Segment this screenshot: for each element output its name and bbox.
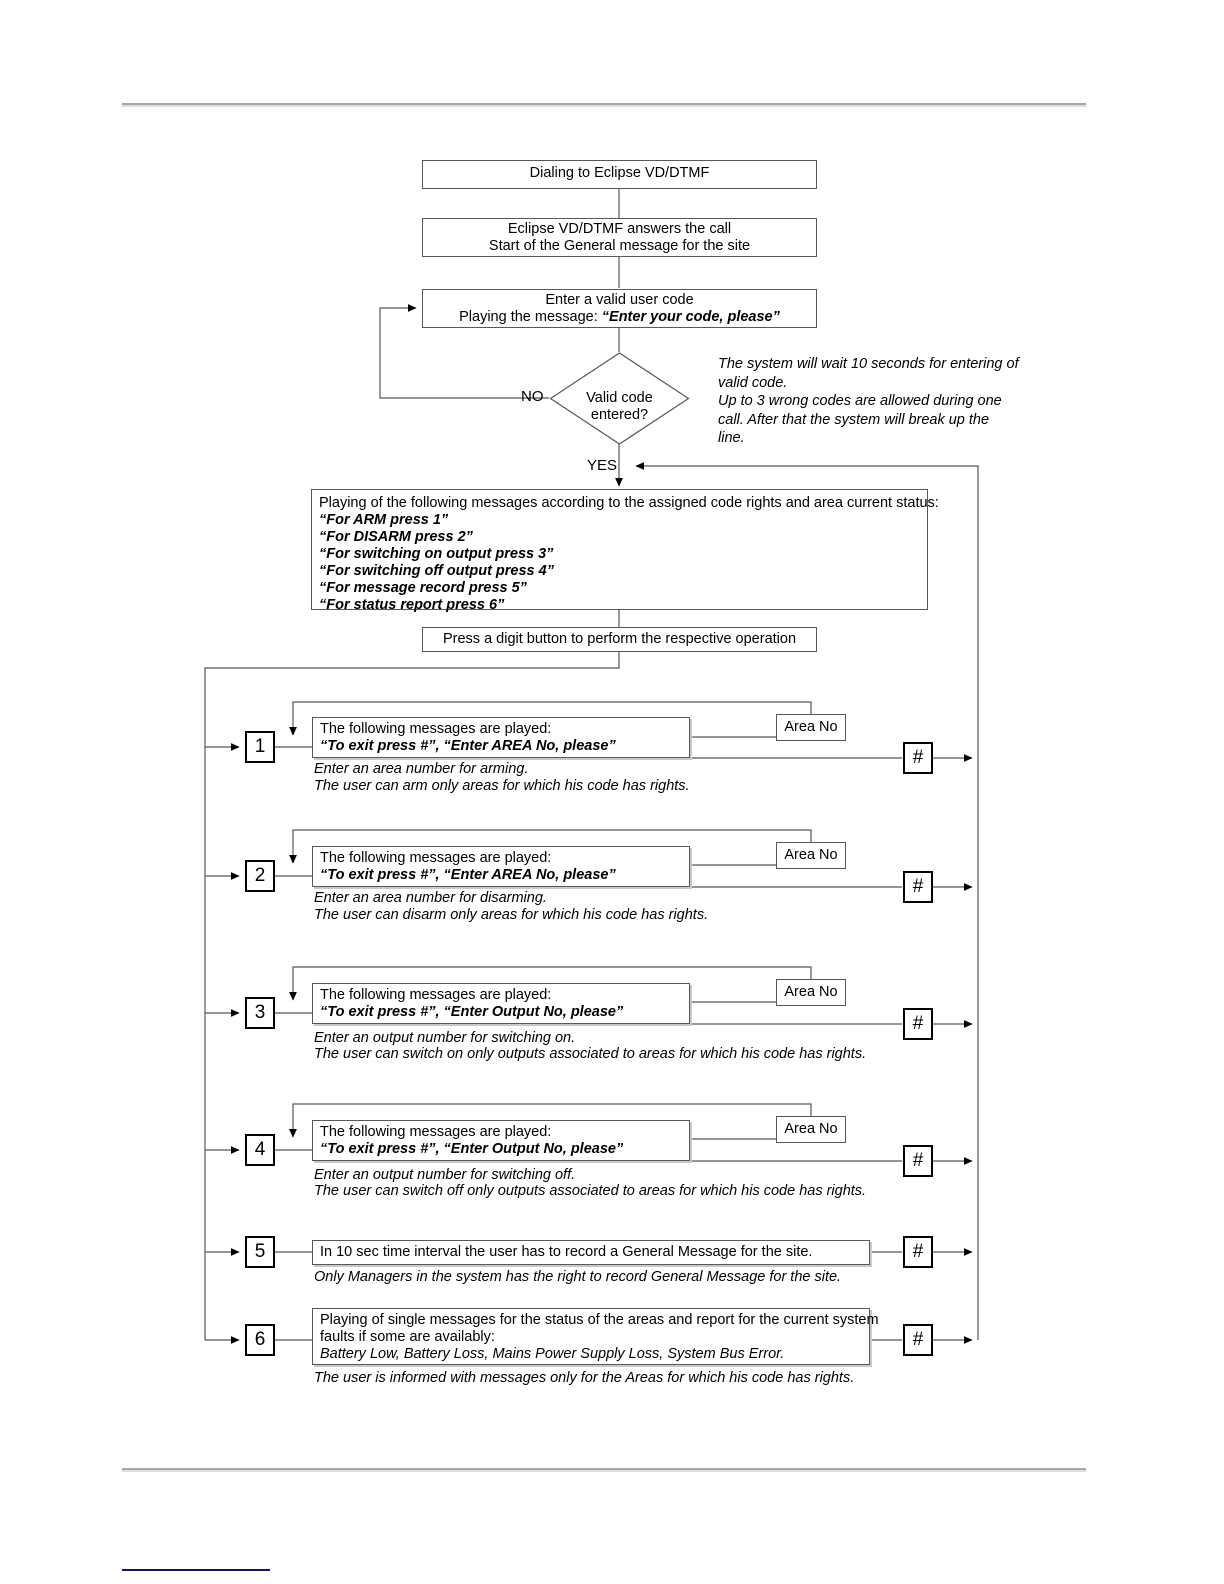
- branch-6-msg-line2: faults if some are availably:: [320, 1329, 495, 1345]
- edge-label-yes: YES: [587, 457, 618, 474]
- node-answers-line2: Start of the General message for the sit…: [488, 238, 751, 254]
- decision-line2: entered?: [590, 407, 649, 423]
- branch-1-msg-quote: “To exit press #”, “Enter AREA No, pleas…: [320, 738, 616, 754]
- menu-option-message-record: “For message record press 5”: [319, 580, 527, 596]
- edge-label-no: NO: [521, 388, 544, 405]
- branch-2-note2: The user can disarm only areas for which…: [314, 907, 709, 923]
- node-enter-user-code: Enter a valid user code Playing the mess…: [422, 289, 817, 328]
- node-menu-messages: Playing of the following messages accord…: [311, 489, 939, 613]
- branch-4-msg-header: The following messages are played:: [320, 1124, 552, 1140]
- node-press-digit-text: Press a digit button to perform the resp…: [442, 631, 797, 647]
- branch-6-msg-line3: Battery Low, Battery Loss, Mains Power S…: [320, 1346, 785, 1362]
- branch-1-note2: The user can arm only areas for which hi…: [314, 778, 690, 794]
- key-button-5[interactable]: 5: [245, 1236, 275, 1268]
- footer-rule: [122, 1468, 1086, 1472]
- node-press-digit: Press a digit button to perform the resp…: [422, 627, 817, 652]
- menu-option-output-on: “For switching on output press 3”: [319, 546, 554, 562]
- node-decision-valid-code: Valid code entered?: [549, 352, 690, 445]
- node-enter-code-line2: Playing the message: “Enter your code, p…: [431, 309, 808, 326]
- branch-2-area-no-text: Area No: [784, 847, 838, 863]
- branch-5-exit-key[interactable]: #: [903, 1236, 933, 1268]
- key-button-1[interactable]: 1: [245, 731, 275, 763]
- branch-3-area-no-box: Area No: [776, 979, 846, 1006]
- node-enter-code-quote: “Enter your code, please”: [601, 309, 780, 325]
- branch-3-exit-key[interactable]: #: [903, 1008, 933, 1040]
- branch-2-exit-key[interactable]: #: [903, 871, 933, 903]
- key-button-6[interactable]: 6: [245, 1324, 275, 1356]
- menu-header: Playing of the following messages accord…: [319, 495, 939, 511]
- branch-4-note1: Enter an output number for switching off…: [314, 1167, 576, 1183]
- branch-6-exit-key[interactable]: #: [903, 1324, 933, 1356]
- note-line1: The system will wait 10 seconds for ente…: [718, 356, 1019, 372]
- branch-6-note1: The user is informed with messages only …: [314, 1370, 855, 1386]
- note-line4: call. After that the system will break u…: [718, 411, 990, 428]
- branch-4-area-no-box: Area No: [776, 1116, 846, 1143]
- branch-4-exit-key[interactable]: #: [903, 1145, 933, 1177]
- decision-line1: Valid code: [586, 390, 653, 406]
- note-timeout-rules: The system will wait 10 seconds for ente…: [718, 355, 1019, 448]
- branch-5-note1: Only Managers in the system has the righ…: [314, 1269, 842, 1285]
- header-rule: [122, 103, 1086, 107]
- branch-6-message-box: Playing of single messages for the statu…: [312, 1308, 879, 1365]
- branch-1-msg-header: The following messages are played:: [320, 721, 552, 737]
- branch-1-note1: Enter an area number for arming.: [314, 761, 529, 777]
- node-dialing: Dialing to Eclipse VD/DTMF: [422, 160, 817, 189]
- branch-1-exit-key[interactable]: #: [903, 742, 933, 774]
- branch-1-message-box: The following messages are played: “To e…: [312, 717, 690, 758]
- branch-2-area-no-box: Area No: [776, 842, 846, 869]
- menu-option-disarm: “For DISARM press 2”: [319, 529, 473, 545]
- branch-3-msg-quote: “To exit press #”, “Enter Output No, ple…: [320, 1004, 624, 1020]
- node-answers-line1: Eclipse VD/DTMF answers the call: [507, 221, 732, 237]
- note-line2: valid code.: [718, 374, 788, 391]
- decision-label: Valid code entered?: [549, 390, 690, 424]
- branch-4-message-box: The following messages are played: “To e…: [312, 1120, 690, 1161]
- node-dialing-text: Dialing to Eclipse VD/DTMF: [529, 165, 710, 181]
- branch-3-area-no-text: Area No: [784, 984, 838, 1000]
- node-enter-code-prefix: Playing the message:: [459, 309, 602, 325]
- menu-option-arm: “For ARM press 1”: [319, 512, 449, 528]
- branch-4-note2: The user can switch off only outputs ass…: [314, 1183, 867, 1199]
- branch-2-msg-header: The following messages are played:: [320, 850, 552, 866]
- branch-2-note1: Enter an area number for disarming.: [314, 890, 547, 906]
- branch-5-message-box: In 10 sec time interval the user has to …: [312, 1240, 870, 1265]
- branch-3-msg-header: The following messages are played:: [320, 987, 552, 1003]
- footnote-separator: [122, 1569, 270, 1571]
- key-button-4[interactable]: 4: [245, 1134, 275, 1166]
- branch-5-msg-line1: In 10 sec time interval the user has to …: [320, 1244, 813, 1260]
- node-answers-call: Eclipse VD/DTMF answers the call Start o…: [422, 218, 817, 257]
- branch-2-message-box: The following messages are played: “To e…: [312, 846, 690, 887]
- branch-2-msg-quote: “To exit press #”, “Enter AREA No, pleas…: [320, 867, 616, 883]
- branch-3-message-box: The following messages are played: “To e…: [312, 983, 690, 1024]
- branch-4-area-no-text: Area No: [784, 1121, 838, 1137]
- menu-option-output-off: “For switching off output press 4”: [319, 563, 554, 579]
- note-line3: Up to 3 wrong codes are allowed during o…: [718, 393, 1002, 409]
- branch-4-msg-quote: “To exit press #”, “Enter Output No, ple…: [320, 1141, 624, 1157]
- branch-3-note1: Enter an output number for switching on.: [314, 1030, 576, 1046]
- node-enter-code-line1: Enter a valid user code: [545, 292, 694, 308]
- branch-6-msg-line1: Playing of single messages for the statu…: [320, 1312, 879, 1328]
- branch-1-area-no-text: Area No: [784, 719, 838, 735]
- branch-3-note2: The user can switch on only outputs asso…: [314, 1046, 867, 1062]
- note-line5: line.: [718, 430, 745, 446]
- branch-1-area-no-box: Area No: [776, 714, 846, 741]
- menu-option-status-report: “For status report press 6”: [319, 597, 505, 613]
- key-button-2[interactable]: 2: [245, 860, 275, 892]
- key-button-3[interactable]: 3: [245, 997, 275, 1029]
